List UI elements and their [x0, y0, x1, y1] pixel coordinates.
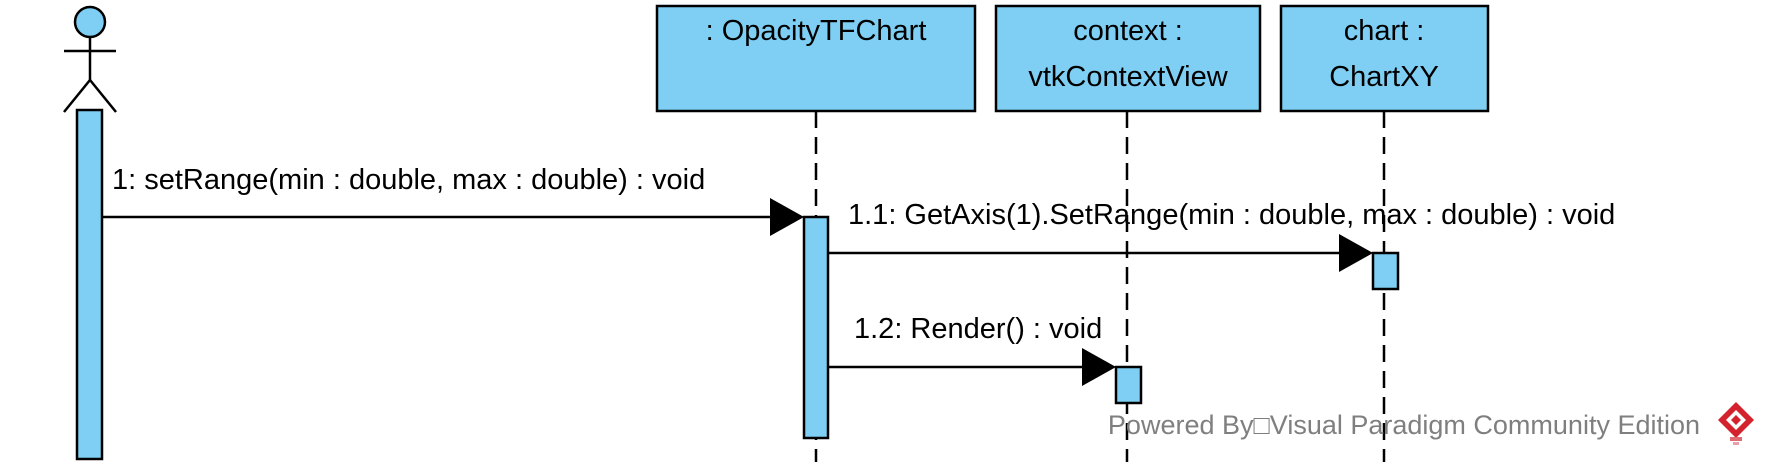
participant-opacity[interactable]: : OpacityTFChart: [655, 4, 977, 113]
participant-context-label-line1: context :: [1073, 15, 1183, 47]
actor-activation-bar: [75, 108, 104, 461]
message-1-label: 1: setRange(min : double, max : double) …: [112, 164, 705, 196]
participant-opacity-box: [655, 4, 977, 113]
chart-activation-bar: [1371, 251, 1400, 291]
message-1-2-arrowhead-icon: [1082, 348, 1116, 386]
participant-context[interactable]: context : vtkContextView: [994, 4, 1262, 113]
message-1[interactable]: 1: setRange(min : double, max : double) …: [102, 164, 804, 236]
actor-head: [73, 5, 107, 39]
actor[interactable]: [63, 5, 117, 113]
participant-context-label-line2: vtkContextView: [1028, 61, 1228, 93]
message-1-2-label: 1.2: Render() : void: [854, 313, 1102, 345]
actor-left-leg: [63, 79, 91, 113]
context-activation-bar: [1114, 365, 1143, 405]
watermark-text: Powered By□Visual Paradigm Community Edi…: [1108, 410, 1700, 440]
message-1-2[interactable]: 1.2: Render() : void: [828, 313, 1116, 386]
participant-chart-label-line1: chart :: [1344, 15, 1425, 47]
participant-chart-box: [1279, 4, 1490, 113]
actor-right-leg: [89, 79, 117, 113]
message-1-1[interactable]: 1.1: GetAxis(1).SetRange(min : double, m…: [828, 199, 1615, 272]
participant-context-box: [994, 4, 1262, 113]
message-1-arrowhead-icon: [770, 198, 804, 236]
participant-chart-label-line2: ChartXY: [1329, 61, 1439, 93]
visual-paradigm-logo-icon: [1718, 402, 1754, 445]
opacity-activation-bar: [802, 215, 830, 440]
participant-opacity-label: : OpacityTFChart: [706, 15, 927, 47]
message-1-1-label: 1.1: GetAxis(1).SetRange(min : double, m…: [848, 199, 1615, 231]
message-1-1-arrowhead-icon: [1339, 234, 1373, 272]
participant-chart[interactable]: chart : ChartXY: [1279, 4, 1490, 113]
